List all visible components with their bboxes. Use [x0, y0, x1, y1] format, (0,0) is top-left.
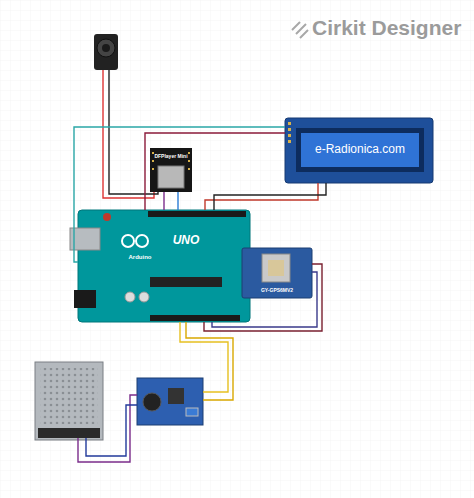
lcd-display: e-Radionica.com: [285, 118, 433, 183]
wire: [204, 264, 322, 331]
module-name: GY-GPS6MV2: [245, 287, 309, 295]
power-wires: [78, 322, 233, 462]
gps-module: GY-GPS6MV2: [242, 248, 312, 298]
lcd-module: [285, 118, 433, 183]
watermark-logo: [292, 22, 308, 38]
wire: [214, 183, 326, 210]
gps-module: [242, 248, 312, 298]
speaker-wires: [103, 70, 158, 198]
buck-converter: [137, 378, 203, 425]
wire: [177, 192, 178, 210]
dfplayer-module: [150, 148, 192, 192]
speaker-symbol: [94, 34, 118, 70]
wire: [212, 272, 317, 327]
wire: [74, 127, 285, 262]
wire: [205, 183, 318, 210]
brand-name: Arduino: [120, 252, 160, 262]
module-name: DFPlayer Mini: [152, 153, 190, 161]
arduino-uno: Arduino UNO: [78, 210, 250, 322]
lcd-text: e-Radionica.com: [301, 133, 419, 167]
board-name: UNO: [166, 233, 206, 249]
dfplayer-mini: DFPlayer Mini: [150, 148, 192, 192]
wire: [145, 133, 285, 210]
watermark: Cirkit Designer: [312, 16, 461, 40]
wire: [163, 192, 164, 210]
arduino-board: [70, 210, 250, 322]
power-supply: [35, 362, 103, 440]
